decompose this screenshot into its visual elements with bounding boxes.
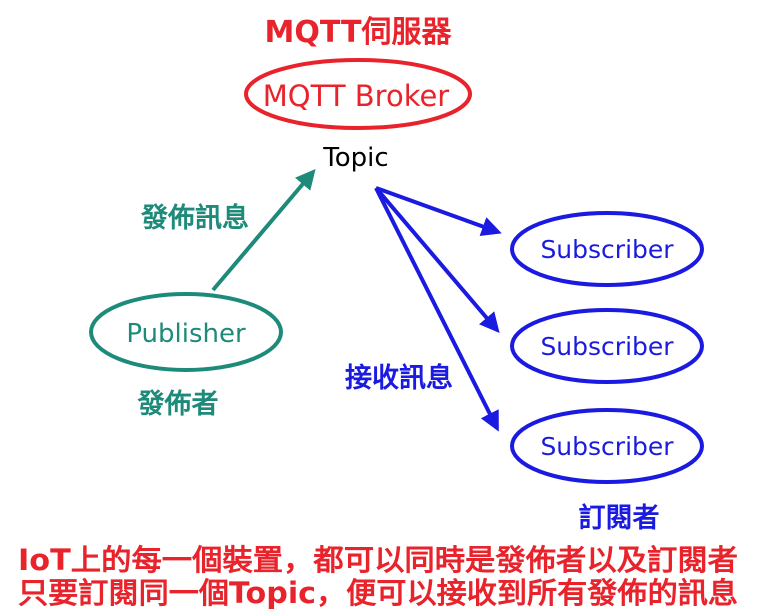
- publisher-label: Publisher: [126, 319, 246, 349]
- subscriber-label-2: Subscriber: [540, 332, 674, 361]
- subscribe-arrow-3: [374, 187, 499, 432]
- subscriber-node-3: [510, 408, 704, 484]
- publisher-role-label: 發佈者: [137, 388, 219, 420]
- topic-label: Topic: [322, 143, 388, 173]
- footer-line-2: 只要訂閱同一個Topic，便可以接收到所有發佈的訊息: [18, 576, 738, 610]
- subscriber-label-3: Subscriber: [540, 432, 674, 461]
- subscriber-node-2: [510, 308, 704, 384]
- subscribe-arrow-1: [375, 186, 502, 236]
- subscriber-label-1: Subscriber: [540, 235, 674, 264]
- publish-action-label: 發佈訊息: [140, 202, 249, 234]
- publisher-node: [89, 292, 283, 372]
- publish-arrow: [211, 168, 316, 292]
- footer-line-1: IoT上的每一個裝置，都可以同時是發佈者以及訂閱者: [18, 543, 738, 577]
- subscriber-node-1: [510, 211, 704, 287]
- subscriber-role-label: 訂閱者: [579, 502, 660, 534]
- broker-title: MQTT伺服器: [265, 15, 453, 50]
- broker-node: [244, 58, 472, 130]
- subscribe-arrow-2: [374, 186, 500, 334]
- receive-action-label: 接收訊息: [345, 362, 453, 394]
- broker-label: MQTT Broker: [263, 79, 450, 113]
